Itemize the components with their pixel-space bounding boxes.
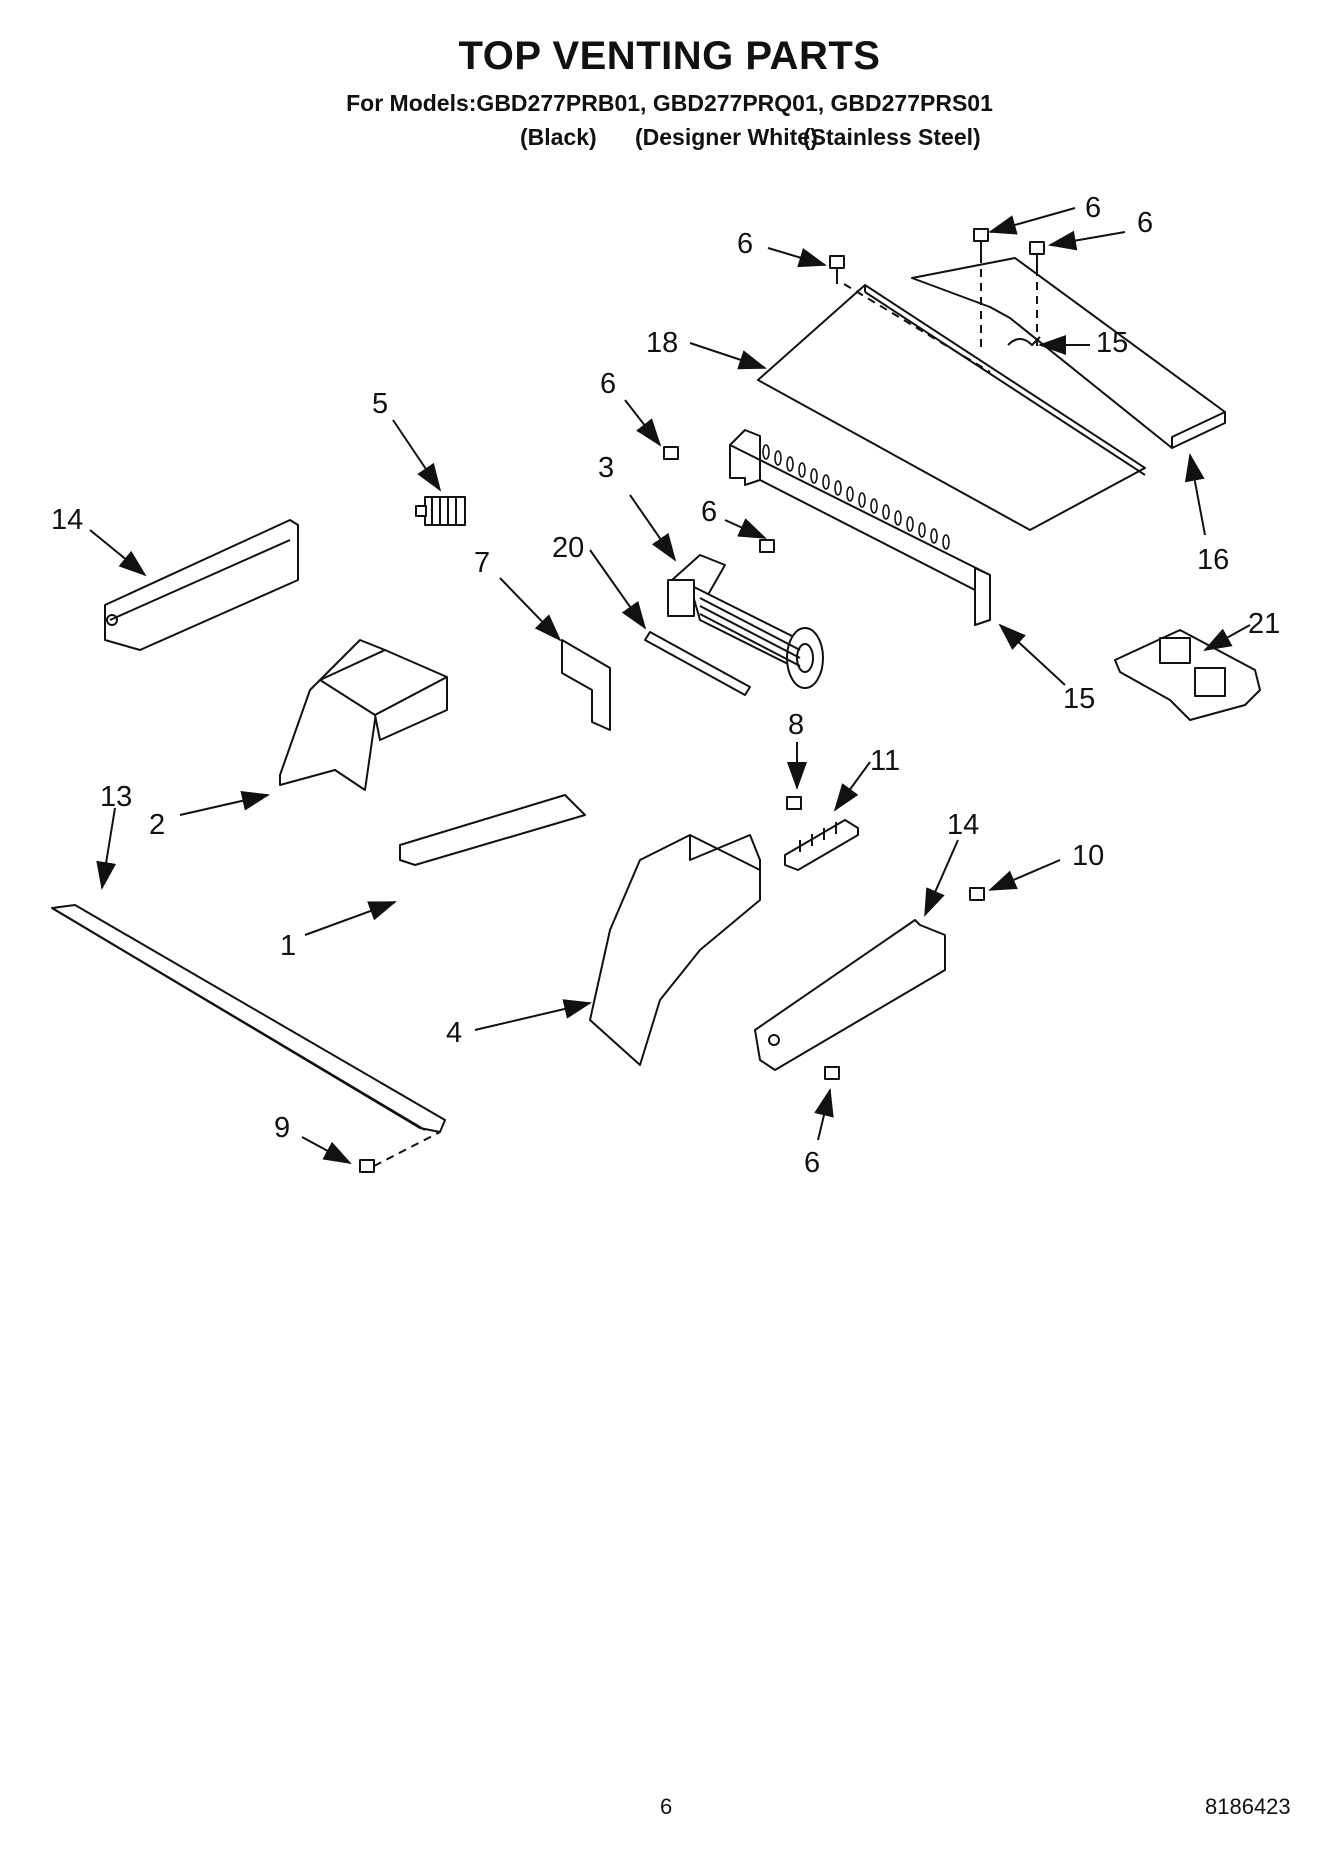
callout-5: 5 [372, 388, 388, 420]
callout-13: 13 [100, 781, 132, 813]
screw-screws [359, 228, 1045, 1173]
channel-part [399, 794, 586, 866]
terminal-strip [784, 819, 859, 871]
alignment-lines [373, 255, 1038, 1167]
callout-6: 6 [737, 228, 753, 260]
callout-21: 21 [1248, 608, 1280, 640]
callout-7: 7 [474, 547, 490, 579]
strip-part [644, 631, 751, 696]
terminal-block [415, 496, 466, 526]
vent-channel [729, 429, 991, 626]
page-title: TOP VENTING PARTS [458, 34, 881, 78]
callout-6: 6 [1137, 207, 1153, 239]
leader-arrows [89, 207, 1251, 1164]
model-colors: (Black)(Designer White)(Stainless Steel) [520, 124, 981, 151]
callout-14: 14 [947, 809, 979, 841]
callout-2: 2 [149, 809, 165, 841]
callout-16: 16 [1197, 544, 1229, 576]
small-bracket [561, 639, 611, 731]
callout-6: 6 [600, 368, 616, 400]
callout-18: 18 [646, 327, 678, 359]
callout-11: 11 [870, 745, 900, 777]
mounting-bracket [1114, 629, 1261, 721]
blower-fan [667, 554, 824, 689]
callout-10: 10 [1072, 840, 1104, 872]
vent-channel-slots [762, 444, 950, 550]
front-trim-bar [51, 904, 446, 1133]
color-stainless-steel: (Stainless Steel) [803, 124, 981, 150]
vent-shield [757, 284, 1146, 531]
callout-17: 15 [1096, 327, 1128, 359]
callout-9: 9 [274, 1112, 290, 1144]
top-cover-plate [911, 257, 1226, 449]
right-rail [754, 919, 946, 1071]
callout-1: 1 [280, 930, 296, 962]
color-black: (Black) [520, 124, 597, 150]
document-number: 8186423 [1205, 1794, 1291, 1819]
left-rail [104, 519, 299, 651]
callout-14: 14 [51, 504, 83, 536]
callout-3: 3 [598, 452, 614, 484]
vent-duct [279, 639, 448, 791]
air-duct [589, 834, 761, 1066]
callout-labels: 6 6 6 15 18 6 6 3 20 5 7 14 16 15 21 2 1… [51, 192, 1280, 1179]
page-number: 6 [660, 1794, 673, 1819]
models-line: For Models:GBD277PRB01, GBD277PRQ01, GBD… [346, 90, 993, 116]
callout-6: 6 [804, 1147, 820, 1179]
callout-15: 15 [1063, 683, 1095, 715]
callout-20: 20 [552, 532, 584, 564]
callout-4: 4 [446, 1017, 462, 1049]
callout-6: 6 [1085, 192, 1101, 224]
callout-6: 6 [701, 496, 717, 528]
callout-8: 8 [788, 709, 804, 741]
clip-part [1007, 336, 1041, 346]
